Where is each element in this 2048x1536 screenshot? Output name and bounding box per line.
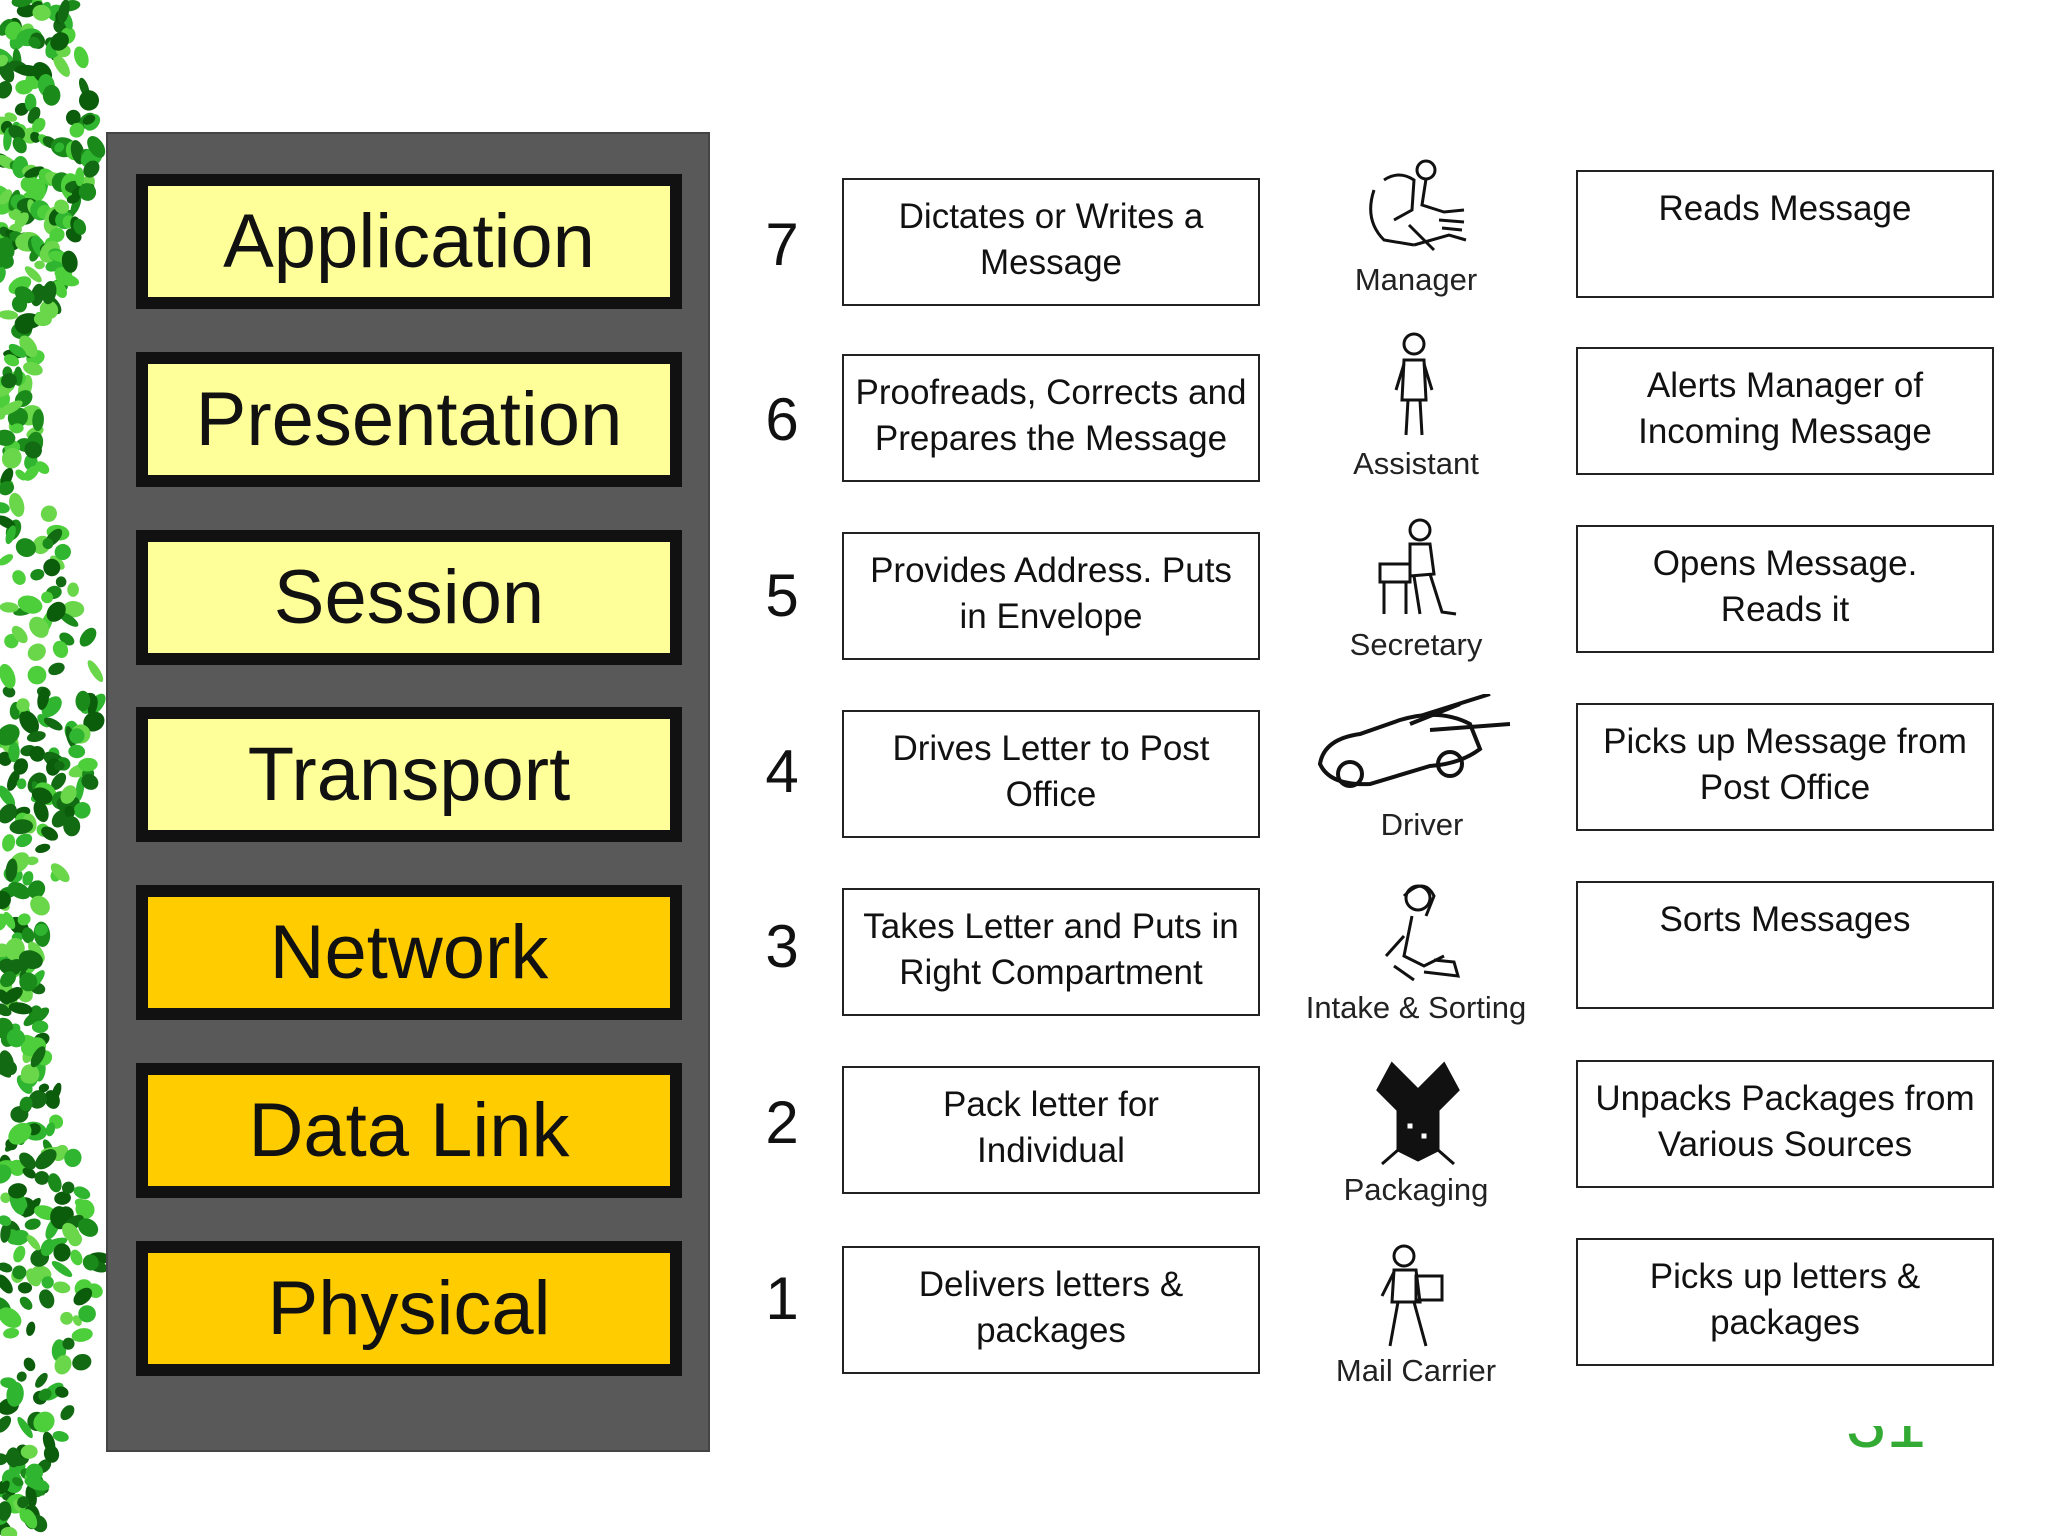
layer-box-physical: Physical	[136, 1241, 682, 1376]
layer-label: Transport	[148, 719, 670, 830]
layer-label: Session	[148, 542, 670, 653]
layer-label: Data Link	[148, 1075, 670, 1186]
sender-task-text: Delivers letters & packages	[918, 1265, 1184, 1350]
secretary-icon	[1378, 518, 1457, 616]
layer-number: 6	[765, 386, 799, 453]
receiver-task-box: Picks up letters & packages	[1576, 1238, 1994, 1366]
layer-box-presentation: Presentation	[136, 352, 682, 487]
role-label: Mail Carrier	[1335, 1353, 1497, 1388]
layer-number: 2	[765, 1089, 799, 1156]
box-icon	[1376, 1061, 1460, 1166]
role-label: Intake & Sorting	[1305, 990, 1527, 1025]
sender-task-text: Dictates or Writes a Message	[898, 197, 1204, 282]
layer-label: Presentation	[148, 364, 670, 475]
layer-label: Application	[148, 186, 670, 297]
sender-task-text: Proofreads, Corrects and Prepares the Me…	[855, 373, 1247, 458]
receiver-task-box: Unpacks Packages from Various Sources	[1576, 1060, 1994, 1188]
receiver-task-text: Picks up letters & packages	[1649, 1257, 1921, 1342]
receiver-task-text: Alerts Manager of Incoming Message	[1638, 366, 1932, 451]
layer-box-application: Application	[136, 174, 682, 309]
role-label: Packaging	[1343, 1172, 1489, 1207]
foliage-border-decoration	[0, 0, 110, 1536]
assistant-icon	[1394, 332, 1434, 436]
receiver-task-box: Reads Message	[1576, 170, 1994, 298]
receiver-task-text: Reads Message	[1658, 189, 1912, 228]
sender-task-text: Takes Letter and Puts in Right Compartme…	[863, 907, 1239, 992]
role-label: Manager	[1354, 262, 1478, 297]
receiver-task-text: Picks up Message from Post Office	[1603, 722, 1967, 807]
manager-icon	[1369, 159, 1467, 252]
layer-label: Physical	[148, 1253, 670, 1364]
sender-task-box: Provides Address. Puts in Envelope	[842, 532, 1260, 660]
osi-layer-panel: Application Presentation Session Transpo…	[106, 132, 710, 1452]
sender-task-box: Drives Letter to Post Office	[842, 710, 1260, 838]
role-label: Driver	[1380, 807, 1464, 842]
sender-task-box: Takes Letter and Puts in Right Compartme…	[842, 888, 1260, 1016]
mail-carrier-icon	[1380, 1244, 1444, 1347]
sender-task-text: Drives Letter to Post Office	[892, 729, 1210, 814]
car-icon	[1317, 694, 1511, 788]
role-label: Secretary	[1349, 627, 1483, 662]
role-label: Assistant	[1353, 446, 1479, 481]
layer-box-network: Network	[136, 885, 682, 1020]
receiver-task-text: Sorts Messages	[1659, 900, 1911, 939]
sender-task-box: Proofreads, Corrects and Prepares the Me…	[842, 354, 1260, 482]
receiver-task-box: Picks up Message from Post Office	[1576, 703, 1994, 831]
layer-label: Network	[148, 897, 670, 1008]
layer-number: 1	[765, 1265, 799, 1332]
sender-task-box: Dictates or Writes a Message	[842, 178, 1260, 306]
slide-number-text: 31	[1846, 1426, 1926, 1464]
receiver-task-box: Sorts Messages	[1576, 881, 1994, 1009]
layer-number: 5	[765, 562, 799, 629]
slide-number: 31	[1846, 1426, 1926, 1476]
receiver-task-box: Alerts Manager of Incoming Message	[1576, 347, 1994, 475]
sender-task-box: Delivers letters & packages	[842, 1246, 1260, 1374]
layer-number: 7	[765, 211, 799, 278]
layer-box-transport: Transport	[136, 707, 682, 842]
layer-box-session: Session	[136, 530, 682, 665]
sender-task-text: Provides Address. Puts in Envelope	[870, 551, 1232, 636]
layer-box-data-link: Data Link	[136, 1063, 682, 1198]
receiver-task-box: Opens Message. Reads it	[1576, 525, 1994, 653]
sender-task-box: Pack letter for Individual	[842, 1066, 1260, 1194]
receiver-task-text: Opens Message. Reads it	[1652, 544, 1918, 629]
layer-number: 4	[765, 738, 799, 805]
sender-task-text: Pack letter for Individual	[943, 1085, 1159, 1170]
sorting-clerk-icon	[1384, 884, 1461, 982]
receiver-task-text: Unpacks Packages from Various Sources	[1595, 1079, 1975, 1164]
layer-number: 3	[765, 913, 799, 980]
